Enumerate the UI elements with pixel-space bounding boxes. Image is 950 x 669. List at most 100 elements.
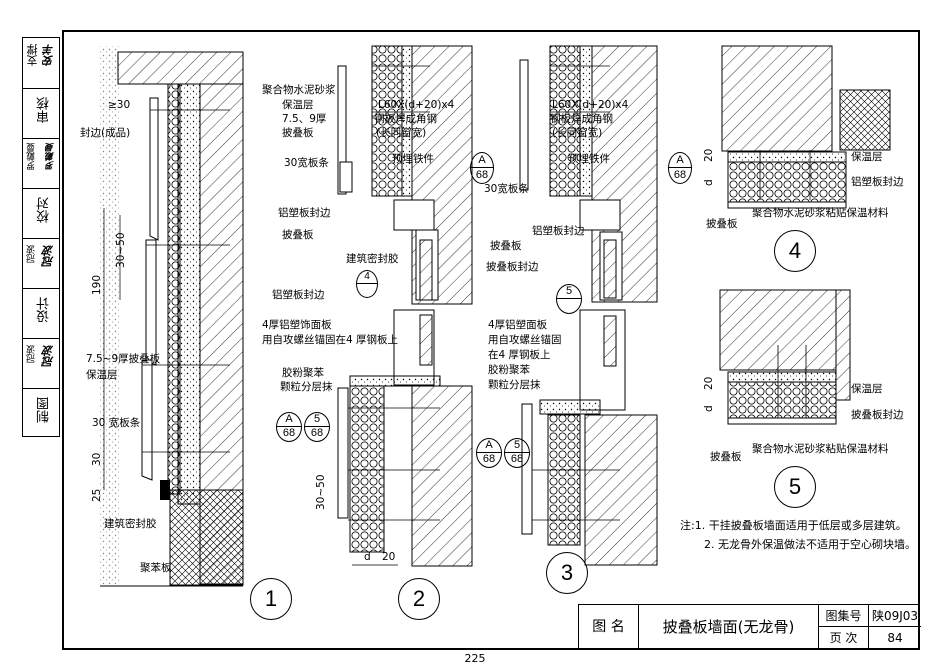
glazing	[603, 315, 617, 367]
plaster-layer	[727, 371, 837, 383]
insulation-layer	[727, 381, 837, 419]
note-item: 1. 干挂披叠板墙面适用于低层或多层建筑。	[694, 519, 907, 532]
label: 聚合物水泥砂浆粘贴保温材料	[752, 442, 889, 455]
title-block: 图 名 披叠板墙面(无龙骨) 图集号 陕09J03 页 次 84	[578, 604, 921, 650]
plaster-layer	[579, 45, 593, 197]
title-name-label: 图 名	[579, 605, 639, 649]
label: 颗粒分层抹	[280, 380, 333, 393]
approval-sidebar: 支撑 安羊 审核 罗戴曼 罗戴曼 校对 冠波 冠波 设计 冠波 冠波 制图	[22, 37, 60, 437]
ref-bottom	[357, 283, 377, 296]
glazing	[419, 239, 433, 301]
notes-head: 注:	[680, 519, 695, 532]
label: 20	[703, 149, 715, 162]
label: 用自攻螺丝锚固在4 厚钢板上	[262, 333, 398, 346]
label: 在4 厚钢板上	[488, 348, 551, 361]
ref-top: A	[478, 154, 486, 166]
ref-bottom: 68	[505, 452, 529, 466]
detail-number-5: 5	[774, 466, 816, 508]
top-slab	[117, 51, 244, 85]
ref-bubble: A 68	[470, 152, 494, 184]
ref-top: A	[485, 439, 493, 451]
board-strip	[339, 161, 353, 193]
ref-bubble: A 68	[276, 412, 302, 442]
atlas-label: 图集号	[819, 605, 869, 627]
label: (长同窗宽)	[552, 126, 602, 139]
label: ≥30	[108, 99, 130, 111]
foam-board	[169, 489, 244, 586]
label: 用自攻螺丝锚固	[488, 333, 562, 346]
label: 建筑密封胶	[346, 252, 399, 265]
detail-2: 聚合物水泥砂浆 保温层 7.5、9厚 披叠板 L60X(d+20)x4 钢板焊成…	[262, 45, 473, 567]
lap-board	[337, 65, 347, 195]
lap-board	[519, 59, 529, 191]
label: 30~50	[315, 474, 327, 510]
ref-bubble: 4	[356, 270, 378, 298]
plaster-layer	[401, 45, 413, 197]
label: 保温层	[86, 368, 118, 381]
label: 披叠板	[282, 126, 314, 139]
glazing	[419, 314, 433, 366]
detail-number-3: 3	[546, 552, 588, 594]
ref-bubble: 5 68	[304, 412, 330, 442]
label: 颗粒分层抹	[488, 378, 541, 391]
plaster-layer	[177, 83, 201, 505]
label: 胶粉聚苯	[282, 366, 324, 379]
plaster-layer	[727, 151, 847, 163]
page-value: 84	[887, 631, 903, 645]
label: 20	[703, 377, 715, 390]
label: 铝塑板封边	[851, 175, 904, 188]
sidebar-cell: 校对	[23, 188, 59, 238]
ref-top: 4	[364, 271, 370, 282]
lap-board	[141, 359, 153, 481]
note-item: 2. 无龙骨外保温做法不适用于空心砌块墙。	[704, 538, 916, 551]
detail-1: ≥30 封边(成品) 30~50 190 7.5~9厚披叠板 保温层 30 宽板…	[80, 46, 244, 587]
label: 保温层	[851, 150, 883, 163]
label: 铝塑板封边	[532, 224, 585, 237]
label: 30	[91, 453, 103, 466]
detail-number-4: 4	[774, 230, 816, 272]
masonry-wall	[721, 45, 833, 152]
masonry-wall	[584, 414, 658, 566]
detail-5: 20 d 保温层 披叠板封边 披叠板 聚合物水泥砂浆粘贴保温材料	[703, 289, 904, 463]
glazing	[603, 239, 617, 299]
label: 披叠板	[706, 217, 738, 230]
label: 7.5~9厚披叠板	[86, 352, 161, 365]
ground-texture	[100, 46, 120, 586]
label: 铝塑板封边	[278, 206, 331, 219]
label: 聚合物水泥砂浆	[262, 83, 336, 96]
page-number: 225	[464, 652, 486, 665]
window-frame	[579, 199, 621, 231]
insulation-layer	[371, 45, 403, 197]
label: 保温层	[851, 382, 883, 395]
label: (长同窗宽)	[376, 126, 426, 139]
label: d	[364, 551, 371, 563]
insulation-layer	[727, 161, 847, 203]
sidebar-cell: 制图	[23, 388, 59, 438]
detail-3: L60X(d+20)x4 钢板焊成角钢 (长同窗宽) 预埋铁件 30宽板条 铝塑…	[484, 45, 658, 566]
lap-board	[149, 97, 159, 241]
label: 聚苯板	[140, 561, 172, 574]
label: 封边(成品)	[80, 126, 130, 139]
label: 30 宽板条	[92, 416, 141, 429]
lap-board	[521, 403, 533, 535]
sidebar-cell: 冠波 冠波	[23, 338, 59, 388]
ref-bottom: 68	[277, 426, 301, 440]
detail-number-1: 1	[250, 578, 292, 620]
label: 钢板焊成角钢	[550, 112, 613, 125]
insulation-layer	[349, 385, 385, 553]
sidebar-cell: 冠波 冠波	[23, 238, 59, 288]
ref-bottom: 68	[477, 452, 501, 466]
lap-board	[337, 387, 349, 519]
label: 7.5、9厚	[282, 113, 327, 125]
ref-bottom: 68	[669, 167, 691, 182]
label: 预埋铁件	[392, 152, 434, 165]
window-frame	[579, 309, 626, 411]
ref-top: 5	[565, 285, 573, 297]
label: 30宽板条	[284, 156, 329, 169]
masonry-wall	[411, 385, 473, 567]
insulation-layer	[167, 83, 181, 495]
page-label: 页 次	[819, 627, 869, 649]
lap-board	[145, 239, 157, 366]
insulation-layer	[549, 45, 581, 197]
ref-top: A	[676, 154, 684, 166]
